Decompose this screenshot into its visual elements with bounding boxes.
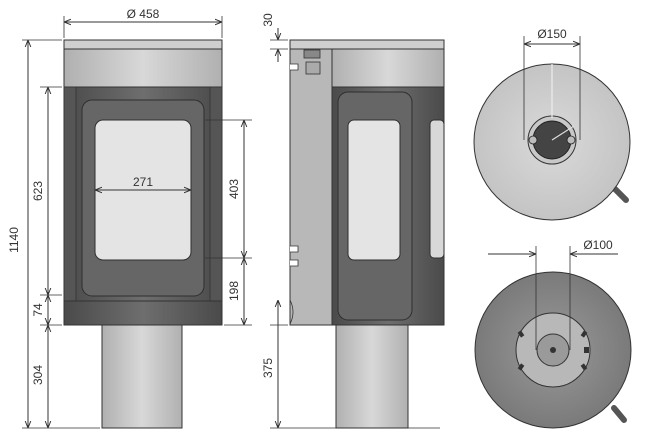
bottom-view-handle [611, 405, 627, 423]
side-rear-hook-2 [290, 245, 299, 253]
dim-lower-height: 198 [227, 281, 241, 301]
front-top-cap [63, 39, 223, 50]
bottom-view-lug-2 [580, 330, 588, 338]
dim-top-cap: 30 [261, 13, 275, 27]
top-view-flue-bolt-left [528, 135, 538, 145]
side-rear-panel [289, 48, 333, 326]
front-dimensions: Ø 458 1140 623 74 304 271 403 198 [7, 7, 252, 429]
dim-band-height: 74 [31, 303, 45, 317]
side-rear-bulge [289, 299, 294, 325]
front-left-rail [63, 86, 77, 302]
top-view-dimension: Ø150 [523, 27, 581, 140]
top-view-handle [611, 185, 629, 203]
side-glass [347, 119, 401, 261]
bottom-view-center-hole [550, 347, 556, 353]
top-view-flue-damper [551, 125, 575, 141]
dim-body-height: 623 [31, 181, 45, 201]
bottom-view-lug-1 [517, 330, 525, 338]
side-rear-hook-3 [290, 259, 299, 267]
dim-flue-diameter: Ø150 [537, 27, 567, 41]
bottom-view [474, 271, 632, 429]
dim-air-diameter: Ø100 [583, 238, 613, 252]
dim-window-width: 271 [133, 175, 153, 189]
front-pedestal [101, 324, 183, 429]
bottom-view-lug-4 [580, 363, 588, 371]
front-lower-band [63, 300, 223, 326]
side-side-window [429, 119, 445, 259]
front-upper-band [63, 48, 223, 88]
dim-pedestal-height: 304 [31, 365, 45, 385]
bottom-view-dimension: Ø100 [488, 238, 618, 350]
side-upper-band [331, 48, 445, 88]
bottom-view-lug-3 [517, 363, 525, 371]
dim-total-height: 1140 [7, 227, 21, 253]
dim-window-height: 403 [227, 179, 241, 199]
top-view [473, 63, 631, 221]
side-view [289, 39, 445, 429]
top-view-flue-bolt-right [566, 135, 576, 145]
side-pedestal [335, 324, 409, 429]
side-rear-vent [303, 49, 321, 59]
front-right-rail [209, 86, 223, 302]
side-dimensions: 30 375 [261, 13, 440, 429]
front-view [63, 39, 223, 429]
side-rear-socket [305, 61, 321, 75]
bottom-view-lug-5 [584, 347, 589, 353]
dim-top-diameter: Ø 458 [127, 7, 160, 21]
side-top-cap [289, 39, 445, 50]
dim-side-pedestal: 375 [261, 358, 275, 378]
side-rear-hook-1 [290, 63, 299, 71]
